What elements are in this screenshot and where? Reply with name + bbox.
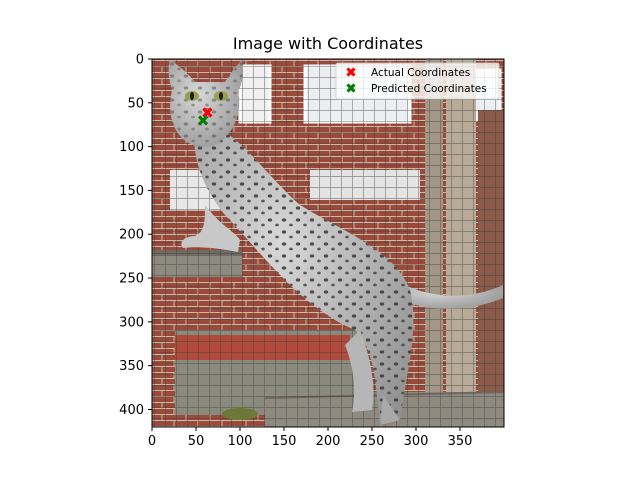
x-tick-label: 0: [148, 434, 156, 449]
y-tick-label: 200: [119, 228, 144, 243]
y-tick-label: 400: [119, 403, 144, 418]
chart-title: Image with Coordinates: [233, 34, 423, 53]
cat-photo: [152, 59, 504, 427]
x-tick-label: 350: [448, 434, 473, 449]
x-tick-label: 300: [404, 434, 429, 449]
y-tick-label: 100: [119, 140, 144, 155]
legend-label: Predicted Coordinates: [371, 83, 487, 95]
y-tick-label: 0: [136, 53, 144, 68]
y-tick-label: 50: [127, 96, 144, 111]
y-tick-label: 250: [119, 272, 144, 287]
x-tick-label: 100: [228, 434, 253, 449]
y-tick-label: 150: [119, 184, 144, 199]
legend-item: Actual Coordinates: [346, 67, 470, 79]
y-axis: 0 50 100 150 200 250 300 350 400: [119, 53, 152, 418]
scatter-point: [197, 115, 209, 126]
y-tick-label: 300: [119, 315, 144, 330]
x-axis: 0 50 100 150 200 250 300 350: [148, 427, 473, 449]
legend-marker: [346, 83, 356, 93]
scatter-point: [202, 107, 213, 118]
y-tick-label: 350: [119, 359, 144, 374]
legend-label: Actual Coordinates: [371, 67, 470, 79]
legend-marker: [346, 67, 356, 77]
x-tick-label: 250: [360, 434, 385, 449]
x-tick-label: 150: [272, 434, 297, 449]
x-tick-label: 50: [188, 434, 205, 449]
scatter-markers: [197, 107, 213, 126]
legend-box: [335, 62, 500, 100]
legend-item: Predicted Coordinates: [346, 83, 487, 95]
x-tick-label: 200: [316, 434, 341, 449]
